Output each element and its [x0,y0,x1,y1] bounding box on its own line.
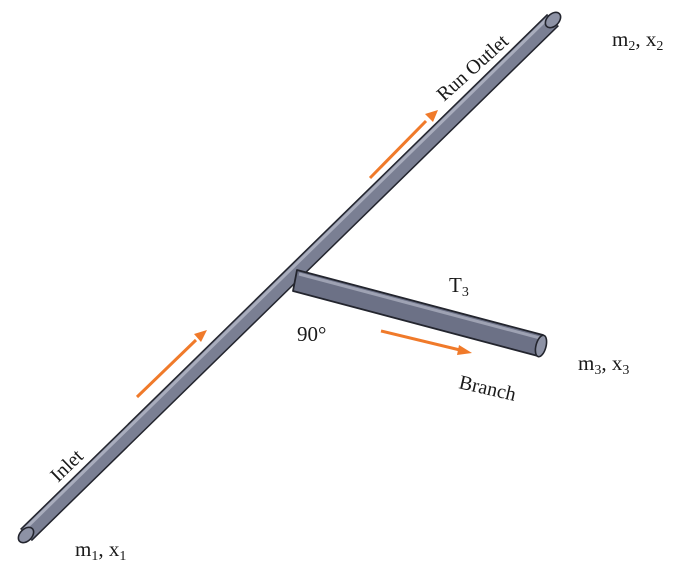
inlet-state-label: m1, x1 [75,537,126,564]
outlet-state-label: m2, x2 [612,27,663,54]
branch-pipe-end [534,334,548,358]
flow-arrows [135,110,472,399]
branch-pipe [292,269,548,358]
outlet-pipe-end [544,11,562,29]
branch-label: Branch [457,371,518,405]
branch-flow-arrow [380,329,472,355]
main-run-pipe [17,11,562,544]
branch-temperature-label: T3 [449,273,469,300]
outlet-flow-arrow [368,110,438,180]
main-pipe-highlight [21,15,551,533]
branch-state-label: m3, x3 [578,351,629,378]
branch-pipe-highlight [298,272,541,340]
inlet-pipe-end [17,526,35,544]
inlet-flow-arrow [135,330,207,399]
angle-label: 90° [297,322,326,346]
main-pipe-body [21,14,558,541]
